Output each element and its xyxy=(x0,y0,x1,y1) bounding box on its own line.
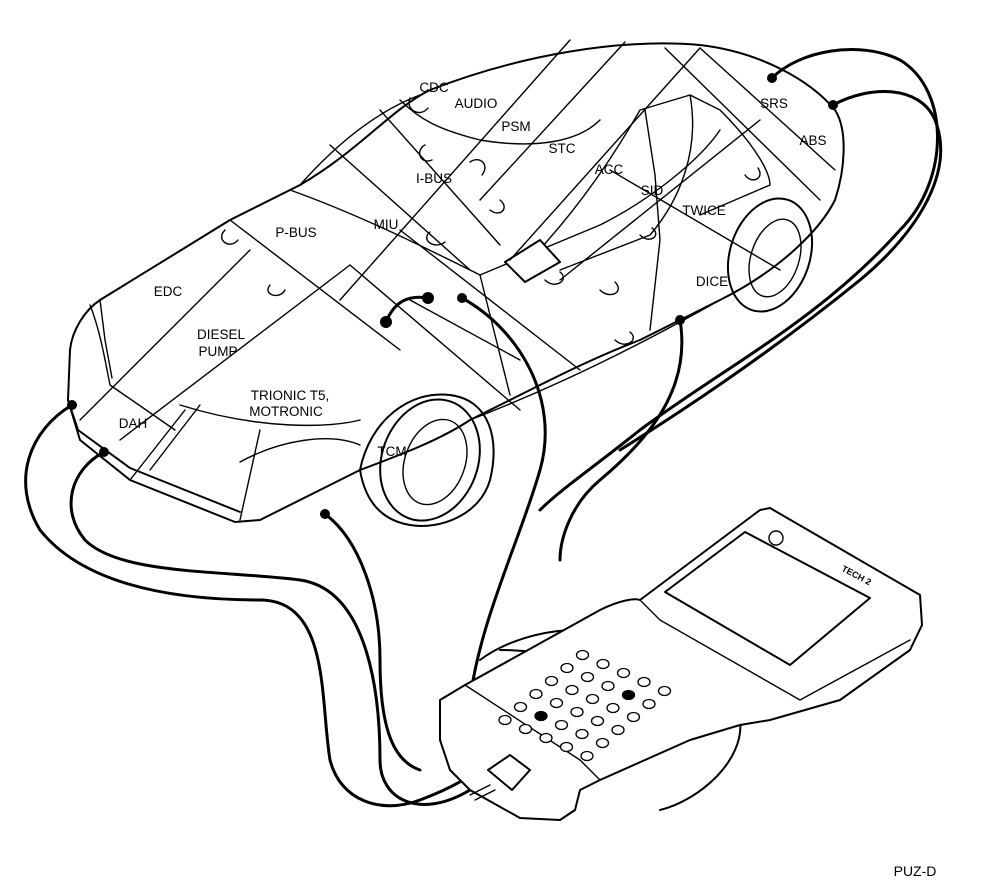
keypad-key xyxy=(518,723,533,735)
puzzle-lines xyxy=(79,39,836,521)
label-twice: TWICE xyxy=(682,203,726,218)
cable-srs xyxy=(538,48,939,512)
a-pillar xyxy=(299,94,421,186)
keypad-key xyxy=(575,728,589,740)
tool-connector xyxy=(487,754,531,791)
hood-edge xyxy=(89,304,176,431)
label-abs: ABS xyxy=(799,133,826,148)
windshield-base xyxy=(289,129,721,276)
label-pump: PUMP xyxy=(198,344,237,359)
label-stc: STC xyxy=(549,141,576,156)
keypad-key xyxy=(559,741,574,753)
keypad-key xyxy=(637,676,651,688)
tool-keypad xyxy=(498,649,672,762)
keypad-key xyxy=(642,698,656,710)
label-trionic: TRIONIC T5, xyxy=(251,388,330,403)
keypad-key xyxy=(565,684,579,696)
keypad-key xyxy=(595,737,610,749)
cable-tcm xyxy=(323,512,422,772)
tool-logo xyxy=(768,530,784,546)
scan-tool: TECH 2 xyxy=(439,507,923,821)
label-sid: SID xyxy=(641,183,664,198)
keypad-key xyxy=(626,711,641,723)
front-window xyxy=(519,94,694,271)
module-labels: CDC AUDIO PSM STC SRS ABS I-BUS ACC SID … xyxy=(119,80,827,459)
label-edc: EDC xyxy=(154,284,183,299)
tool-edge xyxy=(639,599,911,701)
connector-grip xyxy=(469,784,496,801)
cables xyxy=(24,48,943,808)
tool-front-edge xyxy=(464,684,601,781)
door-front xyxy=(479,274,511,396)
cable-edc xyxy=(69,450,472,806)
label-ibus: I-BUS xyxy=(416,171,452,186)
keypad-key xyxy=(596,658,610,670)
keypad-key xyxy=(560,662,574,674)
dash-line xyxy=(399,99,601,145)
keypad-key xyxy=(580,750,594,762)
label-audio: AUDIO xyxy=(455,96,498,111)
keypad-key xyxy=(616,667,631,679)
figure-code: PUZ-D xyxy=(894,863,937,879)
keypad-key xyxy=(657,685,672,697)
cable-abs xyxy=(618,90,943,452)
cable-center xyxy=(460,296,547,702)
keypad-key xyxy=(544,675,559,687)
label-miu: MIU xyxy=(374,217,399,232)
label-cdc: CDC xyxy=(419,80,448,95)
keypad-key xyxy=(570,706,584,718)
b-pillar xyxy=(644,109,661,331)
keypad-key xyxy=(575,649,590,661)
keypad-key xyxy=(601,680,615,692)
headlight xyxy=(99,299,113,379)
label-diesel: DIESEL xyxy=(197,327,246,342)
bumper-line xyxy=(239,438,361,463)
label-psm: PSM xyxy=(501,119,530,134)
keypad-key xyxy=(529,688,543,700)
cable-dice xyxy=(558,318,684,562)
keypad-key xyxy=(549,697,564,709)
label-acc: ACC xyxy=(595,162,624,177)
label-pbus: P-BUS xyxy=(275,225,316,240)
front-bumper xyxy=(67,399,241,513)
keypad-key xyxy=(585,693,600,705)
rear-window xyxy=(689,94,771,216)
grille-line xyxy=(179,404,361,427)
label-dah: DAH xyxy=(119,416,148,431)
car-outline xyxy=(67,42,845,523)
keypad-key xyxy=(611,724,625,736)
sill xyxy=(469,299,721,421)
keypad-key xyxy=(580,671,595,683)
rear-wheel xyxy=(726,197,814,313)
keypad-key xyxy=(621,689,636,701)
keypad-key xyxy=(534,710,548,722)
keypad-key xyxy=(539,732,553,744)
side-mirror xyxy=(504,239,561,283)
tool-screen xyxy=(664,531,871,666)
keypad-key xyxy=(498,714,512,726)
label-motronic: MOTRONIC xyxy=(249,404,323,419)
front-wheel xyxy=(359,393,495,527)
label-dice: DICE xyxy=(696,274,728,289)
label-tcm: TCM xyxy=(377,444,406,459)
cable-dah xyxy=(24,403,492,808)
keypad-key xyxy=(554,719,569,731)
keypad-key xyxy=(590,715,605,727)
keypad-key xyxy=(513,701,528,713)
keypad-key xyxy=(606,702,620,714)
label-srs: SRS xyxy=(760,96,788,111)
